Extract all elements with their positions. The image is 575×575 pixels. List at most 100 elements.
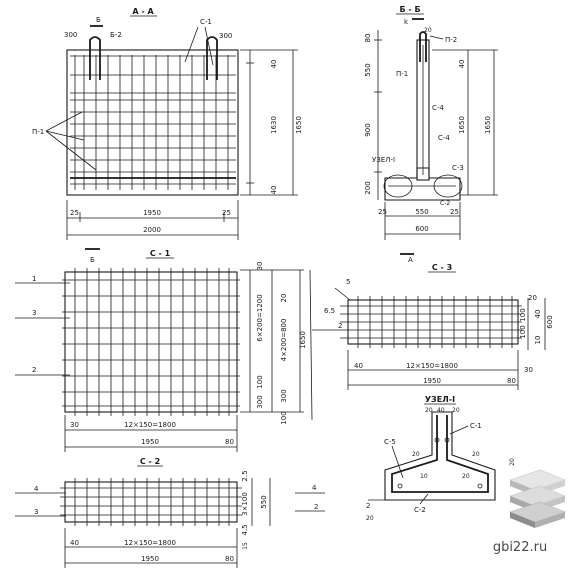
dim-15-c2: 15 bbox=[242, 542, 249, 550]
stacked-slabs-logo bbox=[509, 469, 566, 528]
mark-b2: Б-2 bbox=[110, 31, 122, 39]
node-dim-20-d: 20 bbox=[472, 451, 480, 458]
dim-12x150-c3: 12×150=1800 bbox=[406, 362, 458, 370]
base-section bbox=[384, 167, 461, 201]
mark-c2-bb: С-2 bbox=[440, 200, 450, 207]
view-aa-title: A - A bbox=[132, 7, 154, 16]
dim-80-bb: 80 bbox=[364, 34, 372, 43]
view-c1-title: С - 1 bbox=[150, 249, 171, 258]
view-bb-title: Б - Б bbox=[399, 5, 420, 14]
dim-30-c1-b: 30 bbox=[70, 421, 79, 429]
dim-12x150-c2: 12×150=1800 bbox=[124, 539, 176, 547]
dim-1950-c3: 1950 bbox=[423, 377, 441, 385]
mark-2-c3: 2 bbox=[338, 322, 342, 330]
dim-12x150-c1: 12×150=1800 bbox=[124, 421, 176, 429]
mark-c1-top: С-1 bbox=[200, 18, 212, 26]
dim-80-c2: 80 bbox=[225, 555, 234, 563]
mark-p1-bb: П-1 bbox=[396, 70, 408, 78]
view-c2: С - 2 4 3 4 2 2.5 3×100 550 4.5 bbox=[15, 457, 325, 568]
mark-c2-node: С-2 bbox=[414, 506, 426, 514]
mark-3-left: 3 bbox=[34, 508, 38, 516]
dim-2-5: 2.5 bbox=[241, 470, 249, 481]
dim-1650: 1650 bbox=[295, 116, 303, 134]
dim-1950-c2: 1950 bbox=[141, 555, 159, 563]
mark-2: 2 bbox=[32, 366, 36, 374]
dim-300-left: 300 bbox=[64, 31, 77, 39]
mark-c3-bb: С-3 bbox=[452, 164, 464, 172]
loop-right bbox=[206, 36, 218, 80]
loop-left bbox=[89, 36, 101, 80]
view-c2-title: С - 2 bbox=[140, 457, 160, 466]
node-dim-20-e: 20 bbox=[462, 473, 470, 480]
dim-40-c2: 40 bbox=[70, 539, 79, 547]
mark-p1: П-1 bbox=[32, 128, 44, 136]
dim-30-c1: 30 bbox=[256, 262, 264, 271]
dim-25-bb-right: 25 bbox=[450, 208, 459, 216]
dim-25-left: 25 bbox=[70, 209, 79, 217]
mesh-c2-outline bbox=[64, 481, 238, 523]
dim-80-c1: 80 bbox=[225, 438, 234, 446]
mark-b-top: Б bbox=[96, 16, 101, 24]
dim-900: 900 bbox=[364, 123, 372, 136]
view-aa: A - A Б 300 Б-2 С-1 300 bbox=[32, 7, 303, 240]
dim-550-c2: 550 bbox=[260, 495, 268, 508]
dim-25-right: 25 bbox=[222, 209, 231, 217]
dim-1950-c1: 1950 bbox=[141, 438, 159, 446]
view-c3: С - 3 5 6.5 2 100 100 40 600 10 bbox=[309, 263, 554, 421]
dim-40-top: 40 bbox=[270, 60, 278, 69]
node-outline bbox=[384, 411, 496, 501]
node-1-label: УЗЕЛ-I bbox=[372, 156, 395, 164]
mark-b-c1: Б bbox=[90, 256, 95, 264]
mark-20: 20 bbox=[424, 27, 432, 34]
mark-a-bottom: А bbox=[408, 256, 413, 264]
dim-1650-c1: 1650 bbox=[299, 331, 307, 349]
dim-100-c3-a: 100 bbox=[519, 308, 527, 321]
view-c1: С - 1 Б 1 3 2 bbox=[15, 248, 307, 452]
dim-20-c1: 20 bbox=[280, 294, 288, 303]
dim-200: 200 bbox=[364, 181, 372, 194]
dim-300-right: 300 bbox=[219, 32, 232, 40]
mark-4-right: 4 bbox=[312, 484, 317, 492]
watermark: gbi22.ru bbox=[493, 469, 566, 555]
dim-600-c3: 600 bbox=[546, 315, 554, 328]
dim-1650-bb-a: 1650 bbox=[458, 116, 466, 134]
node-1-title: УЗЕЛ-I bbox=[425, 395, 455, 404]
dim-4x200: 4×200=800 bbox=[280, 319, 288, 362]
dim-600: 600 bbox=[415, 225, 428, 233]
node-dim-20-a: 20 bbox=[425, 407, 433, 414]
view-c3-title: С - 3 bbox=[432, 263, 452, 272]
dim-25-bb-left: 25 bbox=[378, 208, 387, 216]
dim-100-c3-b: 100 bbox=[519, 325, 527, 338]
dim-100-c1-a: 100 bbox=[256, 375, 264, 388]
mark-c4-b: С-4 bbox=[438, 134, 450, 142]
mark-c1-node: С-1 bbox=[470, 422, 482, 430]
dim-4-5: 4.5 bbox=[241, 524, 249, 535]
dim-2000: 2000 bbox=[143, 226, 161, 234]
dim-1950-aa: 1950 bbox=[143, 209, 161, 217]
dim-100-c1-b: 100 bbox=[280, 411, 288, 424]
mark-1: 1 bbox=[32, 275, 36, 283]
node-dim-10: 10 bbox=[420, 473, 428, 480]
mark-k-top: k bbox=[404, 18, 409, 26]
dim-1630: 1630 bbox=[270, 116, 278, 134]
mark-c4-a: С-4 bbox=[432, 104, 444, 112]
panel-outline bbox=[66, 49, 239, 196]
dim-40-c3: 40 bbox=[534, 310, 542, 319]
dim-40-bb: 40 bbox=[458, 60, 466, 69]
mark-c5: С-5 bbox=[384, 438, 396, 446]
dim-6x200: 6×200=1200 bbox=[256, 294, 264, 341]
mark-5: 5 bbox=[346, 278, 350, 286]
node-dim-20-c: 20 bbox=[412, 451, 420, 458]
mark-p2: П-2 bbox=[445, 36, 457, 44]
mesh-c1-outline bbox=[64, 271, 238, 413]
dim-300-c1-b: 300 bbox=[280, 389, 288, 402]
dim-3x100: 3×100 bbox=[241, 492, 249, 516]
dim-30-c3: 30 bbox=[524, 366, 533, 374]
dim-300-c1-a: 300 bbox=[256, 395, 264, 408]
mark-2-right: 2 bbox=[314, 503, 318, 511]
mark-2-node: 2 bbox=[366, 502, 370, 510]
dim-10-c3: 10 bbox=[534, 336, 542, 345]
dim-40-c3-b: 40 bbox=[354, 362, 363, 370]
watermark-text: gbi22.ru bbox=[493, 540, 547, 555]
